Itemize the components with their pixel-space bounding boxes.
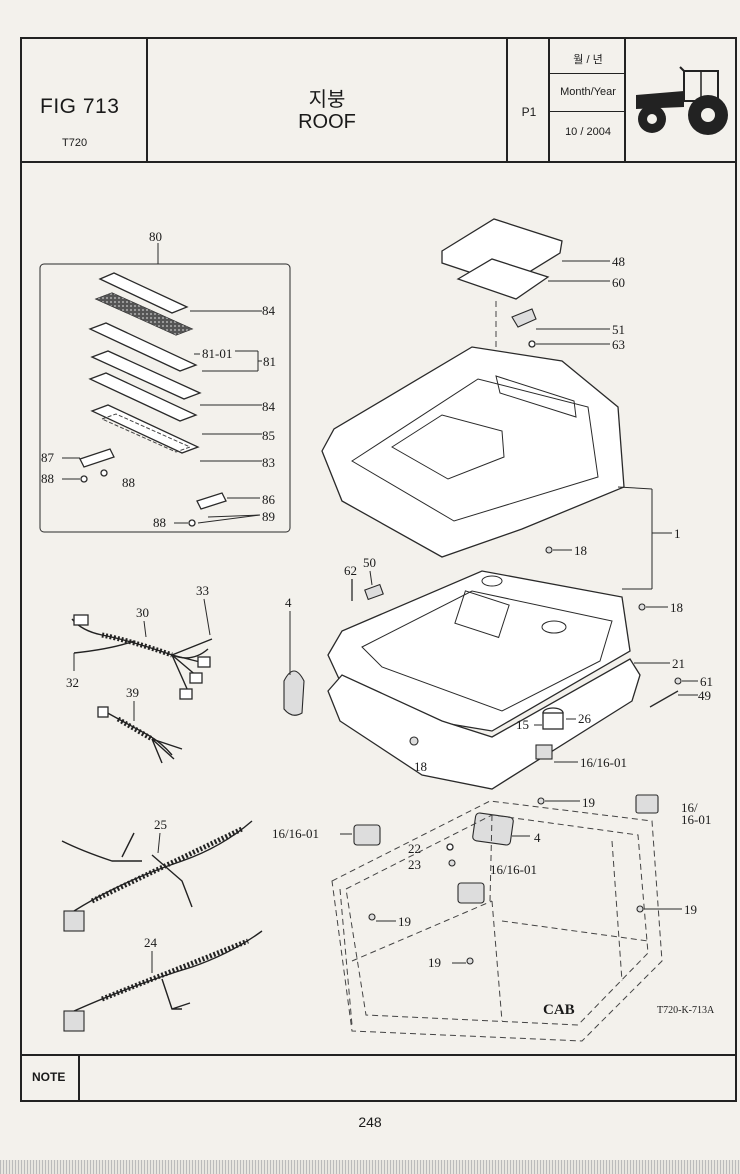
cab-label: CAB [543,1002,575,1018]
callout-24: 24 [144,935,158,950]
header-block: FIG 713 T720 지붕 ROOF P1 월 / 년 Month/Year… [22,39,735,163]
title-korean: 지붕 [308,89,346,111]
callout-61: 61 [700,674,713,689]
callout-4-center: 4 [534,830,541,845]
callout-84-top: 84 [262,303,276,318]
callout-89: 89 [262,509,275,524]
callout-39: 39 [126,685,139,700]
month-year-label: Month/Year [560,86,616,98]
roof-outer-shell [321,346,625,558]
callout-81: 81 [263,354,276,369]
work-lamp-rear [535,744,553,760]
callout-16-16-01-front-center: 16/16-01 [490,862,537,877]
exploded-parts-diagram: 80 84 81-01 81 84 85 [39,218,713,1042]
callout-23: 23 [408,857,421,872]
callout-88-left: 88 [41,471,54,486]
callout-33: 33 [196,583,209,598]
callout-16-right: 16/ [681,800,698,815]
kit-80-frame [39,263,291,533]
figure-number: FIG 713 [40,95,120,118]
callout-88-right: 88 [122,475,135,490]
title-english: ROOF [298,111,356,133]
callout-51: 51 [612,322,625,337]
callout-48: 48 [612,254,625,269]
work-lamp-front-center [457,882,485,904]
callout-86: 86 [262,492,276,507]
drawing-reference-code: T720-K-713A [657,1005,715,1016]
callout-87: 87 [41,450,55,465]
callout-84-mid: 84 [262,399,276,414]
callout-18-bottom: 18 [414,759,427,774]
page-number: 248 [358,1114,382,1130]
work-lamp-right [635,794,659,814]
callout-19-center: 19 [428,955,441,970]
speaker-grille-4 [472,812,514,846]
callout-30: 30 [136,605,149,620]
callout-50: 50 [363,555,376,570]
callout-16-16-01-rear: 16/16-01 [580,755,627,770]
page-frame: FIG 713 T720 지붕 ROOF P1 월 / 년 Month/Year… [20,37,737,1102]
vent-cover-48 [441,218,563,286]
work-lamp-front-left [353,824,381,846]
callout-83: 83 [262,455,275,470]
headliner-ring-21 [327,658,641,790]
callout-32: 32 [66,675,79,690]
callout-88-bottom: 88 [153,515,166,530]
scan-edge [0,1160,740,1174]
callout-85: 85 [262,428,275,443]
callout-25: 25 [154,817,167,832]
filter-assembly [79,272,227,510]
callout-18-right: 18 [670,600,683,615]
dome-light-26 [542,712,564,730]
callout-15: 15 [516,717,529,732]
hinge-50 [364,583,384,601]
callout-18-top: 18 [574,543,587,558]
callout-19-right: 19 [684,902,697,917]
speaker-4-left [283,670,305,716]
month-year-korean: 월 / 년 [573,54,603,66]
callout-80: 80 [149,229,162,244]
callout-63: 63 [612,337,625,352]
callout-1: 1 [674,526,681,541]
tractor-icon [636,66,728,135]
callout-81-01: 81-01 [202,346,232,361]
callout-22: 22 [408,841,421,856]
gasket-60 [456,258,550,300]
callout-19-top: 19 [582,795,595,810]
model-code: T720 [62,137,88,149]
bracket-51 [511,308,537,328]
issue-date: 10 / 2004 [565,126,611,138]
callout-4-left: 4 [285,595,292,610]
callout-19-left: 19 [398,914,411,929]
callout-49: 49 [698,688,711,703]
cab-frame [331,800,663,1042]
callout-16-01-right: 16-01 [681,812,711,827]
callout-16-16-01-front-left: 16/16-01 [272,826,319,841]
note-block: NOTE [22,1054,735,1100]
callout-60: 60 [612,275,625,290]
callout-26: 26 [578,711,592,726]
page-label: P1 [521,105,537,119]
note-label: NOTE [32,1070,66,1084]
callout-21: 21 [672,656,685,671]
callout-62: 62 [344,563,357,578]
